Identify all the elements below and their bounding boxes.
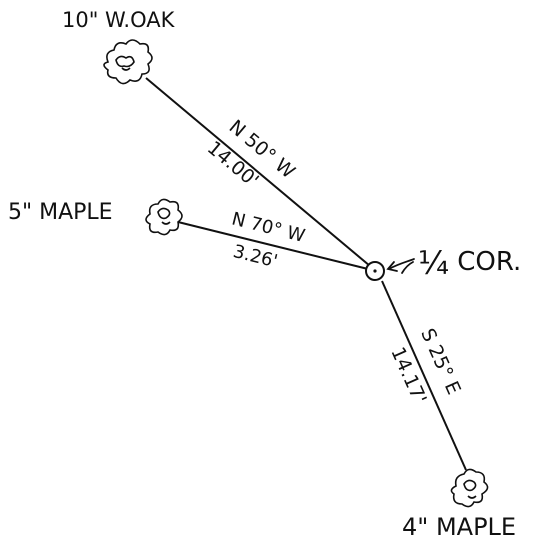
- corner-pointer-arrow: [386, 258, 415, 274]
- corner-fraction: ¼: [418, 244, 450, 282]
- maple-west-tree-label: 5" MAPLE: [8, 200, 113, 225]
- quarter-corner-label: ¼ COR.: [418, 243, 522, 279]
- tie-line-maple-south: [381, 280, 467, 471]
- corner-suffix: COR.: [457, 247, 522, 277]
- monument-center-dot: [373, 269, 377, 273]
- maple-west-tree-symbol: [145, 198, 183, 236]
- oak-tree-symbol: [103, 39, 153, 85]
- tie-line-oak: [145, 77, 371, 267]
- oak-tree-label: 10" W.OAK: [62, 8, 175, 32]
- tie-line-maple-west: [177, 221, 369, 270]
- maple-south-tree-symbol: [450, 468, 489, 508]
- maple-south-tree-label: 4" MAPLE: [402, 513, 517, 541]
- maple-west-bearing-label: N 70° W: [230, 208, 308, 246]
